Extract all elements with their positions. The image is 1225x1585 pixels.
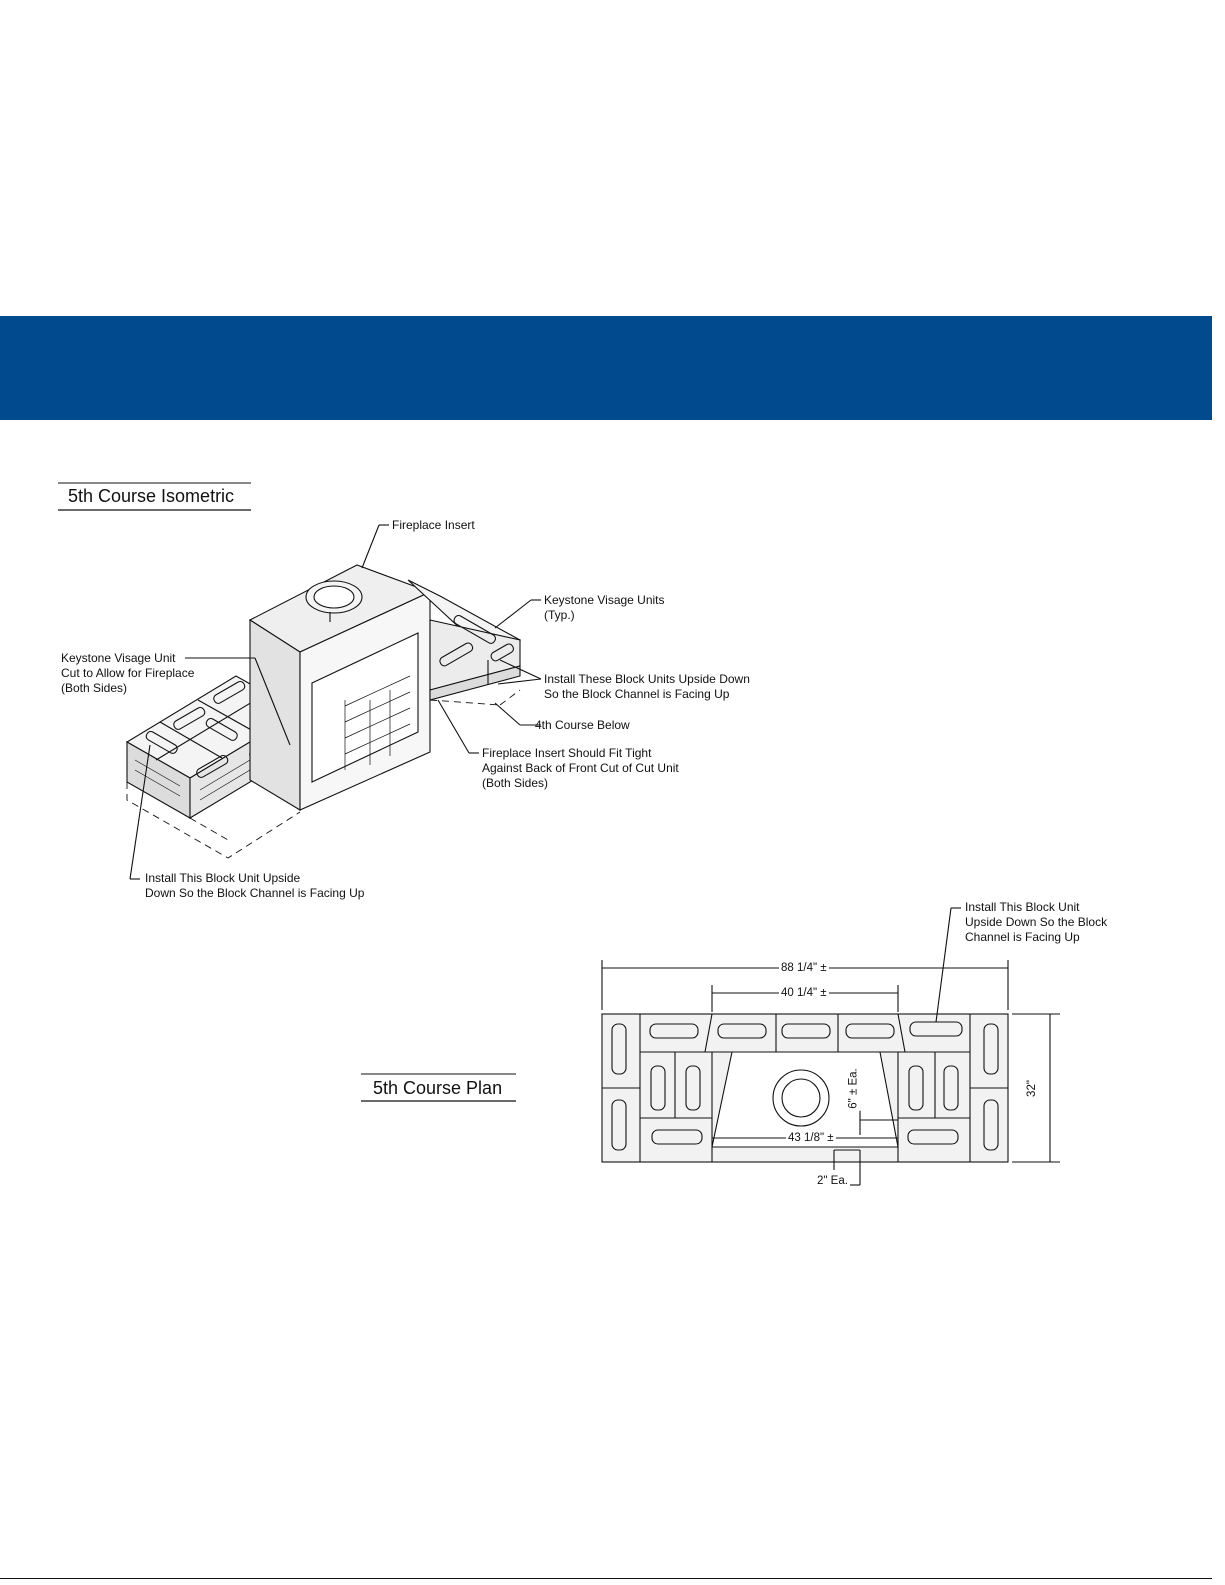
callout-line: Keystone Visage Unit <box>61 651 176 665</box>
callout-fit-tight: Fireplace Insert Should Fit Tight Agains… <box>482 746 679 791</box>
callout-line: Channel is Facing Up <box>965 930 1080 944</box>
dim-opening-width: 43 1/8" ± <box>786 1132 836 1145</box>
callout-line: So the Block Channel is Facing Up <box>544 687 730 701</box>
callout-line: Upside Down So the Block <box>965 915 1108 929</box>
callout-line: Fireplace Insert Should Fit Tight <box>482 746 652 760</box>
dim-overall-width: 88 1/4" ± <box>779 962 829 975</box>
callout-line: Keystone Visage Units <box>544 593 665 607</box>
dim-depth: 32" <box>1025 1078 1039 1099</box>
dim-gap: 2" Ea. <box>815 1175 850 1188</box>
callout-fireplace-insert: Fireplace Insert <box>392 518 475 532</box>
callout-visage-units: Keystone Visage Units (Typ.) <box>544 593 665 623</box>
callout-line: Install These Block Units Upside Down <box>544 672 750 686</box>
callout-line: (Both Sides) <box>482 776 549 790</box>
callout-cut-unit: Keystone Visage Unit Cut to Allow for Fi… <box>61 651 194 696</box>
callout-line: Install This Block Unit <box>965 900 1080 914</box>
callout-line: (Typ.) <box>544 608 575 622</box>
plan-title: 5th Course Plan <box>373 1078 503 1098</box>
callout-line: Install This Block Unit Upside <box>145 871 301 885</box>
callout-upside-down-units: Install These Block Units Upside Down So… <box>544 672 750 702</box>
callout-upside-down-unit: Install This Block Unit Upside Down So t… <box>145 871 364 901</box>
dim-center-width: 40 1/4" ± <box>779 987 829 1000</box>
header-banner <box>0 316 1212 420</box>
dim-setback: 6" ± Ea. <box>847 1066 861 1111</box>
callout-line: Against Back of Front Cut of Cut Unit <box>482 761 679 775</box>
callout-line: Cut to Allow for Fireplace <box>61 666 195 680</box>
plan-callout-upside-down: Install This Block Unit Upside Down So t… <box>965 900 1107 945</box>
callout-course-below: 4th Course Below <box>535 718 630 732</box>
isometric-title: 5th Course Isometric <box>68 486 235 506</box>
page-bottom-rule <box>0 1578 1212 1579</box>
callout-line: Down So the Block Channel is Facing Up <box>145 886 365 900</box>
callout-line: (Both Sides) <box>61 681 128 695</box>
